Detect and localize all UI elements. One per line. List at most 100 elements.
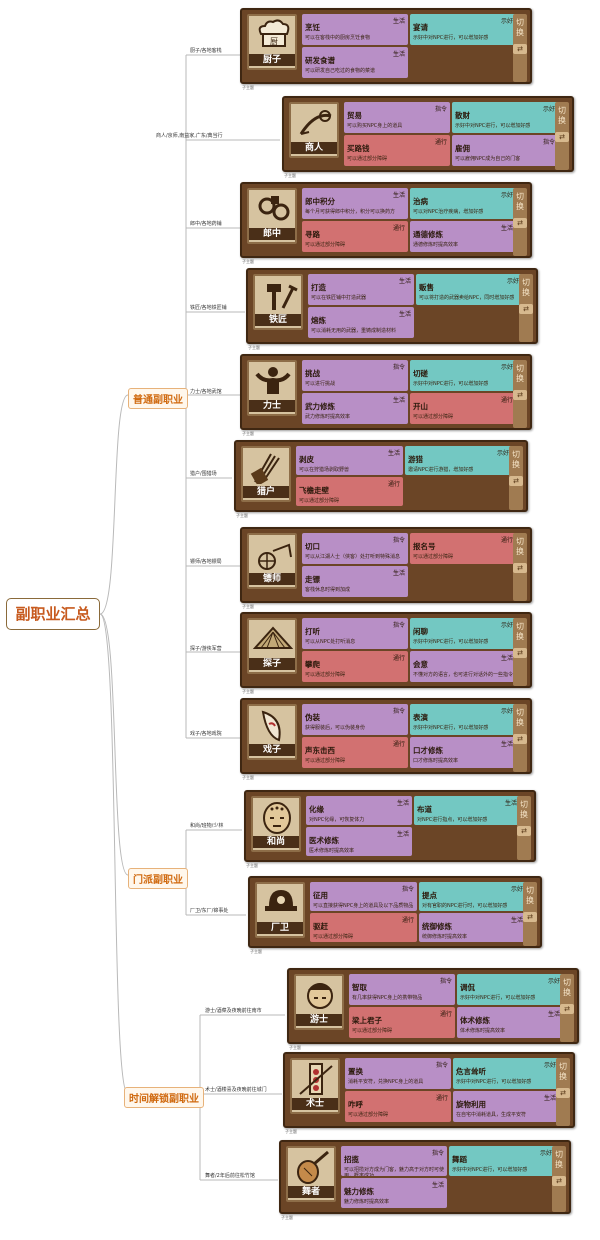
- swap-arrows-icon: ⇄: [560, 1004, 574, 1014]
- subtopic-label: 子主题: [242, 604, 254, 609]
- ability-desc: 客栈休息时得到加成: [305, 587, 351, 593]
- ability-desc: 示好中对NPC进行，可以增加好感: [413, 725, 489, 731]
- ability-name: 舞蹈: [452, 1155, 467, 1164]
- ability-block: 研发食谱生活可以研发自己吃过的食物的菜谱: [302, 47, 408, 78]
- ability-tag: 生活: [398, 311, 411, 318]
- profession-card-3: 铁匠打造生活可以在铁匠铺中打造武器贩售示好可以将打造的武器卖给NPC，同时增加好…: [246, 268, 538, 344]
- ability-block: 宴请示好示好中对NPC进行，可以增加好感: [410, 14, 516, 45]
- profession-card-10: 厂卫征用指令可以直接获得NPC身上的道具及以下品质物品提点示好对有官职的NPC进…: [248, 876, 542, 948]
- ability-name: 打造: [311, 283, 326, 292]
- profession-card-1: 商人贸易指令可以购买NPC身上的道具散财示好示好中对NPC进行，可以增加好感买路…: [282, 96, 574, 172]
- ability-name: 口才修炼: [413, 746, 443, 755]
- ability-block: 会意生活不懂对方的语言，也可进行对话外的一些指令: [410, 651, 516, 682]
- switch-button[interactable]: 切换⇄: [513, 533, 527, 601]
- switch-button[interactable]: 切换⇄: [523, 882, 537, 946]
- ability-block: 打听指令可以从NPC处打听消息: [302, 618, 408, 649]
- ability-tag: 指令: [435, 1062, 448, 1069]
- profession-portrait: 猎户: [241, 446, 291, 502]
- ability-tag: 指令: [439, 978, 452, 985]
- switch-button[interactable]: 切换⇄: [556, 1058, 570, 1126]
- ability-block: 医术修炼 生活医术修炼时提高效率: [306, 827, 412, 856]
- profession-portrait: 戏子: [247, 704, 297, 760]
- profession-portrait: 郎中: [247, 188, 297, 244]
- ability-tag: 通行: [500, 397, 513, 404]
- ability-desc: 可以直接获得NPC身上的道具及以下品质物品: [313, 903, 414, 909]
- profession-portrait: 探子: [247, 618, 297, 674]
- ability-name: 驱赶: [313, 922, 328, 931]
- category-normal: 普通副职业: [128, 388, 188, 409]
- switch-button[interactable]: 切换⇄: [509, 446, 523, 510]
- branch-label: 厨子/各地客栈: [190, 48, 222, 54]
- profession-name: 镖师: [249, 573, 295, 585]
- profession-card-8: 戏子伪装指令获得服装后，可以伪装身份表演示好示好中对NPC进行，可以增加好感声东…: [240, 698, 532, 774]
- subtopic-label: 子主题: [242, 775, 254, 780]
- switch-button[interactable]: 切换⇄: [552, 1146, 566, 1212]
- switch-label: 切换: [516, 622, 524, 641]
- branch-label: 力士/各地武馆: [190, 389, 222, 395]
- branch-label: 镖师/各地镖局: [190, 559, 222, 565]
- profession-portrait: 镖师: [247, 533, 297, 589]
- switch-button[interactable]: 切换⇄: [513, 14, 527, 82]
- ability-desc: 在自宅中消耗道具，生成平安符: [456, 1112, 527, 1118]
- profession-name: 铁匠: [255, 314, 301, 326]
- merchant-scroll-icon: [299, 110, 332, 135]
- ability-desc: 可以进行挑战: [305, 381, 336, 387]
- subtopic-label: 子主题: [242, 431, 254, 436]
- ability-tag: 生活: [387, 450, 400, 457]
- ability-desc: 示好中对NPC进行，可以增加好感: [413, 35, 489, 41]
- ability-desc: 可以研发自己吃过的食物的菜谱: [305, 68, 376, 74]
- ability-block: 旋物利用生活在自宅中消耗道具，生成平安符: [453, 1091, 559, 1122]
- profession-card-2: 郎中郎中积分生活每个月可获得郎中积分，积分可以换药方治病示好可以对NPC治疗疾病…: [240, 182, 532, 258]
- profession-card-11: 游士智取指令有几率获得NPC身上的携带物品调侃示好示好中对NPC进行，可以增加好…: [287, 968, 579, 1044]
- ability-desc: 可以将打造的武器卖给NPC，同时增加好感: [419, 295, 515, 301]
- profession-name: 郎中: [249, 228, 295, 240]
- ability-name: 武力修炼: [305, 402, 335, 411]
- ability-name: 攀爬: [305, 660, 320, 669]
- ability-name: 治病: [413, 197, 428, 206]
- ability-desc: 可以雇佣NPC成为自己的门客: [455, 156, 521, 162]
- ability-tag: 生活: [543, 1095, 556, 1102]
- guard-hat-icon: [265, 890, 297, 911]
- ability-name: 报名号: [413, 542, 436, 551]
- ability-tag: 示好: [500, 18, 513, 25]
- ability-tag: 示好: [539, 1150, 552, 1157]
- ability-name: 寻路: [305, 230, 320, 239]
- switch-button[interactable]: 切换⇄: [519, 274, 533, 342]
- branch-label: 术士/酒楼喜及夜晚前往城门: [205, 1087, 267, 1093]
- escort-cart-icon: [258, 543, 292, 570]
- ability-tag: 生活: [500, 225, 513, 232]
- ability-name: 医术修炼: [309, 836, 339, 845]
- switch-button[interactable]: 切换⇄: [513, 188, 527, 256]
- switch-button[interactable]: 切换⇄: [517, 796, 531, 860]
- ability-tag: 通行: [392, 655, 405, 662]
- subtopic-label: 子主题: [242, 689, 254, 694]
- switch-button[interactable]: 切换⇄: [513, 704, 527, 772]
- profession-card-6: 镖师切口指令可以从江湖人士（侠客）处打听到特殊消息报名号通行可以通过部分障碍走镖…: [240, 527, 532, 603]
- ability-tag: 指令: [434, 106, 447, 113]
- ability-block: 攀爬通行可以通过部分障碍: [302, 651, 408, 682]
- ability-tag: 示好: [547, 978, 560, 985]
- ability-tag: 生活: [504, 800, 517, 807]
- branch-label: 商人/京师,南益家,广东/典当行: [156, 133, 223, 139]
- switch-button[interactable]: 切换⇄: [560, 974, 574, 1042]
- ability-desc: 医术修炼时提高效率: [309, 848, 355, 854]
- ability-name: 化缘: [309, 805, 324, 814]
- ability-desc: 体术修炼时提高效率: [460, 1028, 506, 1034]
- profession-card-13: 舞者招揽指令可以招揽对方成为门客，魅力高于对方时可使用，概率成功舞蹈示好示好中对…: [279, 1140, 571, 1214]
- herb-medicine-icon: [258, 196, 290, 221]
- profession-portrait: 游士: [294, 974, 344, 1030]
- ability-tag: 指令: [401, 886, 414, 893]
- switch-button[interactable]: 切换⇄: [555, 102, 569, 170]
- ability-name: 表演: [413, 713, 428, 722]
- switch-button[interactable]: 切换⇄: [513, 360, 527, 428]
- ability-name: 通德修炼: [413, 230, 443, 239]
- ability-tag: 指令: [392, 622, 405, 629]
- switch-button[interactable]: 切换⇄: [513, 618, 527, 686]
- ability-block: 伪装指令获得服装后，可以伪装身份: [302, 704, 408, 735]
- switch-label: 切换: [559, 1062, 567, 1081]
- ability-block: 开山通行可以通过部分障碍: [410, 393, 516, 424]
- ability-name: 熔炼: [311, 316, 326, 325]
- profession-card-7: 探子打听指令可以从NPC处打听消息闲聊示好示好中对NPC进行，可以增加好感攀爬通…: [240, 612, 532, 688]
- ability-tag: 生活: [396, 831, 409, 838]
- ability-desc: 可以通过部分障碍: [348, 1112, 389, 1118]
